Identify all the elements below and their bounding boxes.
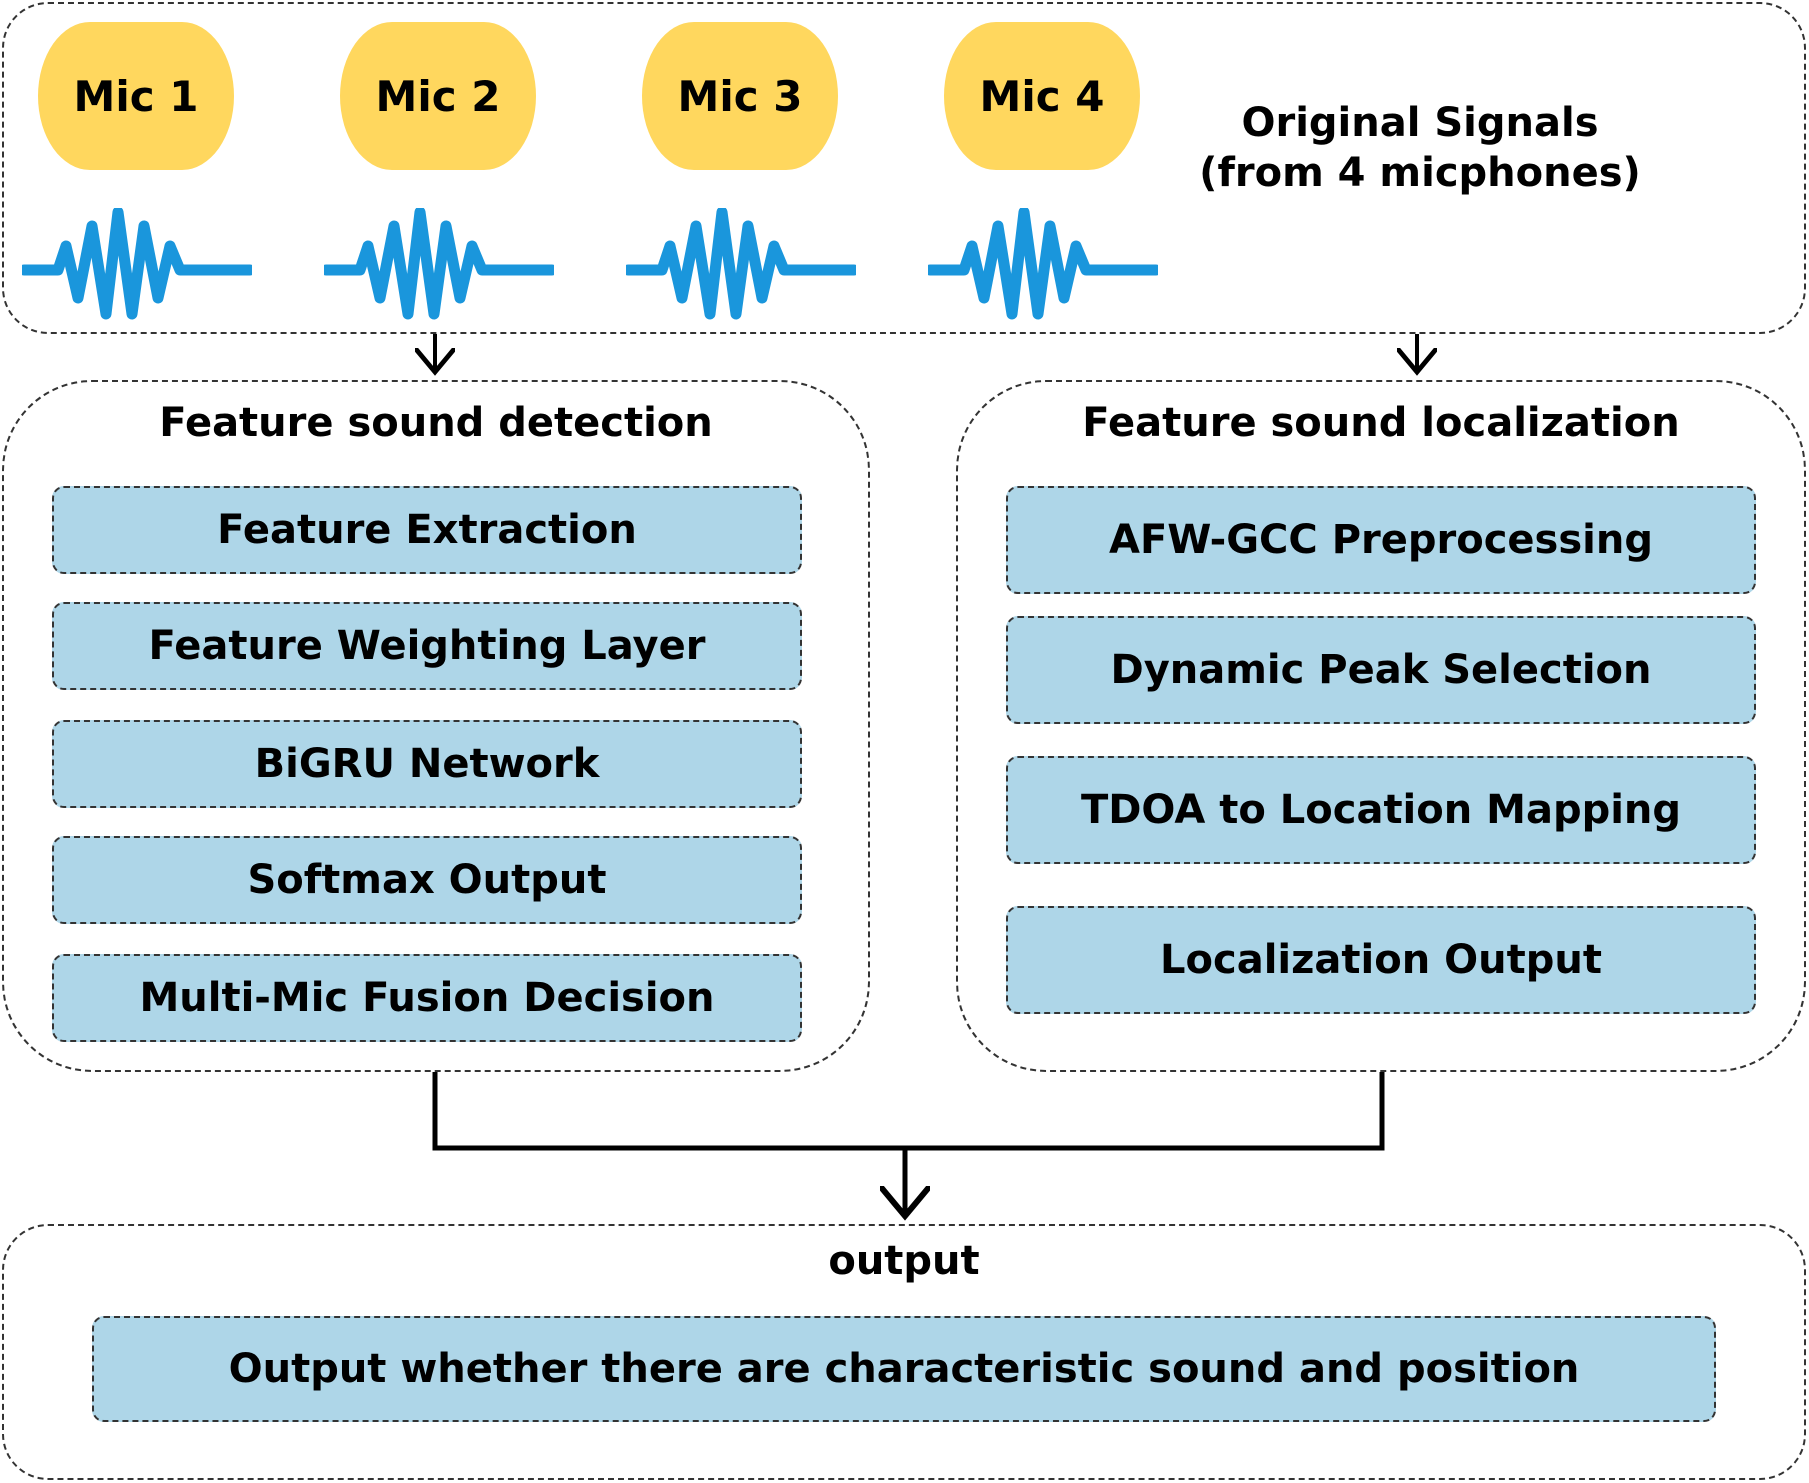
detection-step-feature-weighting: Feature Weighting Layer (52, 602, 802, 690)
localization-step-afw-gcc: AFW-GCC Preprocessing (1006, 486, 1756, 594)
input-title-line2: (from 4 micphones) (1199, 150, 1641, 196)
input-group-title: Original Signals (from 4 micphones) (1180, 98, 1660, 198)
localization-title: Feature sound localization (1082, 400, 1680, 446)
waveform-icon (928, 208, 1158, 320)
detection-step-feature-extraction: Feature Extraction (52, 486, 802, 574)
mic-3: Mic 3 (642, 22, 838, 170)
waveform-icon (626, 208, 856, 320)
waveform-icon (22, 208, 252, 320)
mic-4-label: Mic 4 (979, 71, 1105, 121)
input-signals-group (2, 2, 1806, 334)
mic-1-label: Mic 1 (73, 71, 199, 121)
detection-title: Feature sound detection (159, 400, 713, 446)
mic-1: Mic 1 (38, 22, 234, 170)
waveform-icon (324, 208, 554, 320)
mic-2: Mic 2 (340, 22, 536, 170)
localization-step-tdoa-mapping: TDOA to Location Mapping (1006, 756, 1756, 864)
detection-step-fusion: Multi-Mic Fusion Decision (52, 954, 802, 1042)
input-title-line1: Original Signals (1241, 100, 1599, 146)
localization-step-output: Localization Output (1006, 906, 1756, 1014)
merge-line (432, 1072, 1385, 1151)
detection-step-bigru: BiGRU Network (52, 720, 802, 808)
localization-step-peak-selection: Dynamic Peak Selection (1006, 616, 1756, 724)
mic-4: Mic 4 (944, 22, 1140, 170)
detection-step-softmax: Softmax Output (52, 836, 802, 924)
output-title: output (828, 1238, 980, 1284)
output-result-box: Output whether there are characteristic … (92, 1316, 1716, 1422)
mic-3-label: Mic 3 (677, 71, 803, 121)
mic-2-label: Mic 2 (375, 71, 501, 121)
